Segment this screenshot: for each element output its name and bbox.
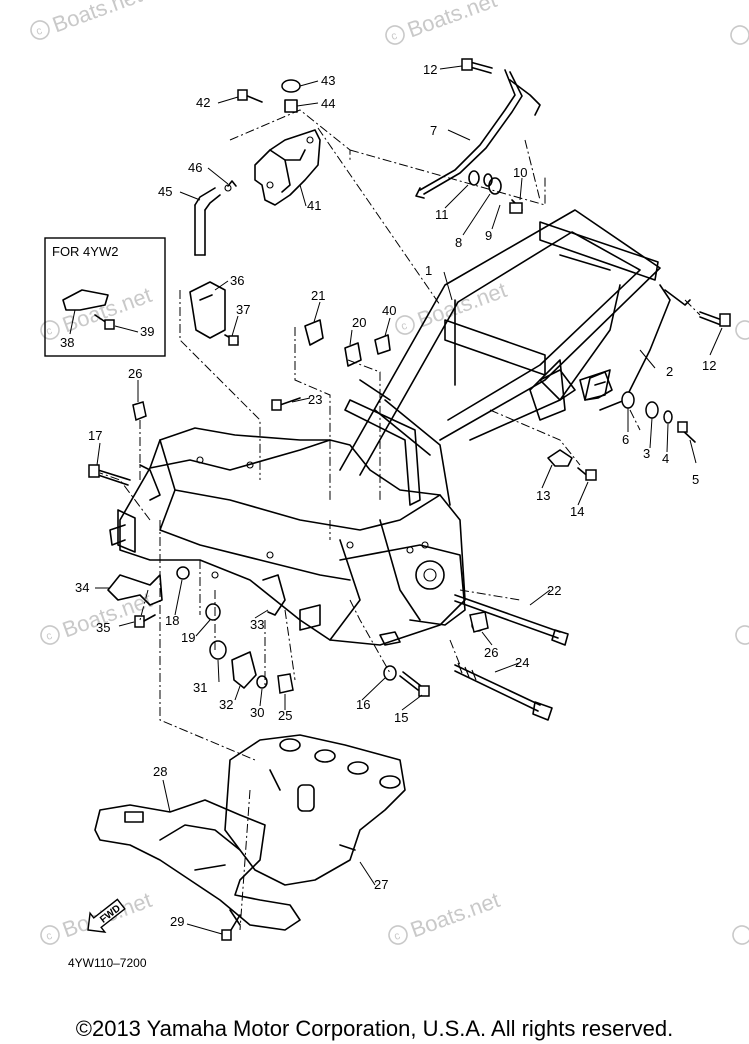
callout-32: 32 — [219, 697, 233, 712]
callout-5: 5 — [692, 472, 699, 487]
watermark-text: Boats.net — [49, 0, 145, 37]
copyright-notice: ©2013 Yamaha Motor Corporation, U.S.A. A… — [75, 1016, 674, 1041]
callout-13: 13 — [536, 488, 550, 503]
callout-24: 24 — [515, 655, 529, 670]
stay-part-7 — [415, 69, 541, 199]
callout-42: 42 — [196, 95, 210, 110]
callout-45: 45 — [158, 184, 172, 199]
callout-8: 8 — [455, 235, 462, 250]
callout-46: 46 — [188, 160, 202, 175]
svg-text:c: c — [393, 930, 403, 943]
callout-26-top: 26 — [128, 366, 142, 381]
heat-shield-part-27 — [224, 734, 406, 886]
callout-12-right: 12 — [702, 358, 716, 373]
callout-7: 7 — [430, 123, 437, 138]
callout-33: 33 — [250, 617, 264, 632]
rear-subframe-bracket — [584, 284, 691, 411]
bolt-part-24 — [454, 662, 553, 721]
callout-17: 17 — [88, 428, 102, 443]
callout-9: 9 — [485, 228, 492, 243]
svg-text:c: c — [45, 930, 55, 943]
callout-41: 41 — [307, 198, 321, 213]
callout-30: 30 — [250, 705, 264, 720]
callout-4: 4 — [662, 451, 669, 466]
callout-15: 15 — [394, 710, 408, 725]
assembly-lines — [99, 109, 701, 931]
callout-34: 34 — [75, 580, 89, 595]
callout-25: 25 — [278, 708, 292, 723]
callout-27: 27 — [374, 877, 388, 892]
hose-part-45 — [194, 184, 232, 256]
callout-1: 1 — [425, 263, 432, 278]
svg-text:c: c — [35, 25, 45, 38]
watermark-text: Boats.net — [414, 277, 510, 332]
callout-22: 22 — [547, 583, 561, 598]
callout-39: 39 — [140, 324, 154, 339]
svg-text:c: c — [390, 30, 400, 43]
callout-19: 19 — [181, 630, 195, 645]
callout-10: 10 — [513, 165, 527, 180]
callout-3: 3 — [643, 446, 650, 461]
inset-title: FOR 4YW2 — [52, 244, 118, 259]
callout-18: 18 — [165, 613, 179, 628]
watermark-text: Boats.net — [407, 887, 503, 942]
callout-12-top: 12 — [423, 62, 437, 77]
main-frame — [109, 209, 661, 646]
callout-36: 36 — [230, 273, 244, 288]
callout-6: 6 — [622, 432, 629, 447]
callout-2: 2 — [666, 364, 673, 379]
callout-29: 29 — [170, 914, 184, 929]
watermark-text: Boats.net — [404, 0, 500, 42]
tank-bracket-part-41 — [254, 129, 321, 206]
callout-28: 28 — [153, 764, 167, 779]
hardware-group — [62, 58, 731, 941]
callout-14: 14 — [570, 504, 584, 519]
callout-35: 35 — [96, 620, 110, 635]
callout-43: 43 — [321, 73, 335, 88]
callout-21: 21 — [311, 288, 325, 303]
drawing-code: 4YW110–7200 — [68, 956, 147, 970]
callout-37: 37 — [236, 302, 250, 317]
callout-16: 16 — [356, 697, 370, 712]
callout-26-bottom: 26 — [484, 645, 498, 660]
callout-11: 11 — [435, 207, 449, 222]
svg-text:c: c — [45, 630, 55, 643]
callout-38: 38 — [60, 335, 74, 350]
svg-text:c: c — [400, 320, 410, 333]
callout-40: 40 — [382, 303, 396, 318]
callout-31: 31 — [193, 680, 207, 695]
callout-labels: 1 2 3 4 5 6 7 8 9 10 11 12 12 13 14 15 1… — [60, 62, 716, 929]
callout-23: 23 — [308, 392, 322, 407]
leader-lines — [69, 65, 723, 935]
inset-box-4yw2: FOR 4YW2 — [44, 237, 166, 357]
heat-shield-part-28 — [94, 799, 301, 931]
callout-44: 44 — [321, 96, 335, 111]
svg-text:c: c — [45, 325, 55, 338]
callout-20: 20 — [352, 315, 366, 330]
